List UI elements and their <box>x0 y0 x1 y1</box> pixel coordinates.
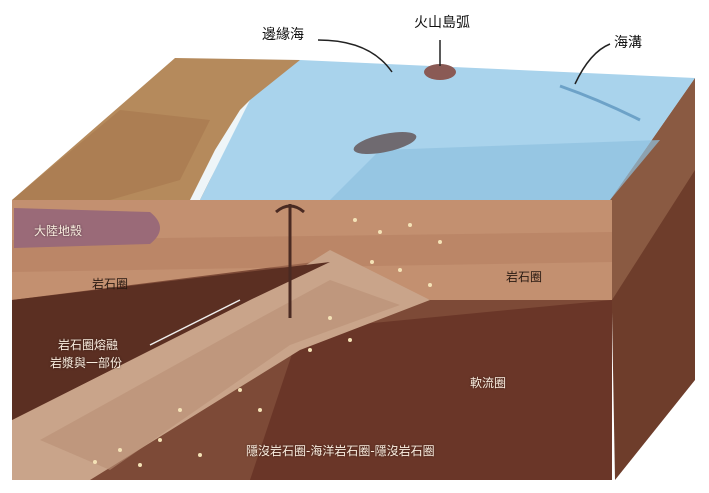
land-shading <box>12 110 210 200</box>
trench-line <box>559 84 641 122</box>
trench-leader <box>574 43 611 85</box>
label-bottom-caption: 隱沒岩石圈-海洋岩石圈-隱沒岩石圈 <box>246 444 435 458</box>
label-asthenosphere: 軟流圈 <box>470 376 507 390</box>
continental-crust-lens <box>14 208 160 248</box>
label-upper-left-layer: 岩石圈 <box>92 277 129 291</box>
ocean-deep-band <box>330 140 660 200</box>
label-trench: 海溝 <box>614 35 642 51</box>
label-volcanic-arc: 火山島弧 <box>414 15 470 31</box>
lower-left-lithosphere <box>12 262 330 420</box>
label-melt-note-line2: 岩漿與一部份 <box>50 356 123 370</box>
melt-spots <box>93 218 442 467</box>
magma-conduit-top <box>275 204 305 214</box>
asthenosphere-region <box>250 300 612 480</box>
label-continental-crust: 大陸地殼 <box>34 224 83 238</box>
label-upper-right-layer: 岩石圈 <box>506 270 543 284</box>
volcanic-arc-island <box>424 64 456 80</box>
marginal-sea-leader <box>317 39 393 73</box>
island-shape <box>353 131 417 155</box>
upper-crust-band <box>12 232 612 272</box>
melt-note-leader <box>149 299 241 346</box>
block-right-face-upper <box>610 78 695 300</box>
label-marginal-sea: 邊緣海 <box>262 27 304 43</box>
slab-inner <box>40 280 400 470</box>
label-melt-note-line1: 岩石圈熔融 <box>58 338 119 352</box>
